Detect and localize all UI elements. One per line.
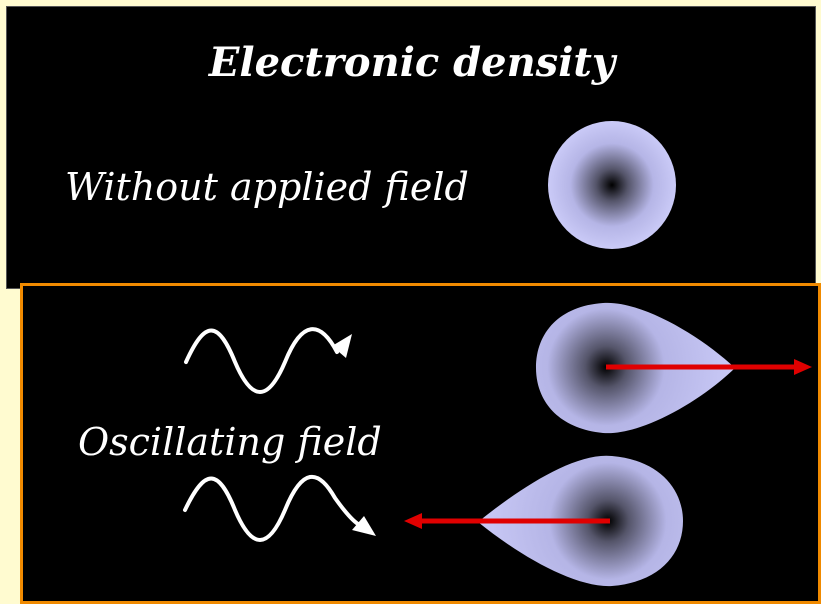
title: Electronic density bbox=[208, 39, 616, 86]
oscillating-field-label: Oscillating field bbox=[78, 420, 382, 464]
wave-arrow-icon bbox=[183, 475, 376, 542]
wave-arrow-icon bbox=[184, 327, 352, 394]
dipole-arrow-right bbox=[606, 359, 812, 375]
dipole-arrow-left bbox=[404, 513, 610, 529]
density-cloud-round bbox=[548, 121, 676, 249]
top-panel: Electronic density Without applied field bbox=[6, 6, 816, 289]
without-field-label: Without applied field bbox=[65, 165, 469, 209]
